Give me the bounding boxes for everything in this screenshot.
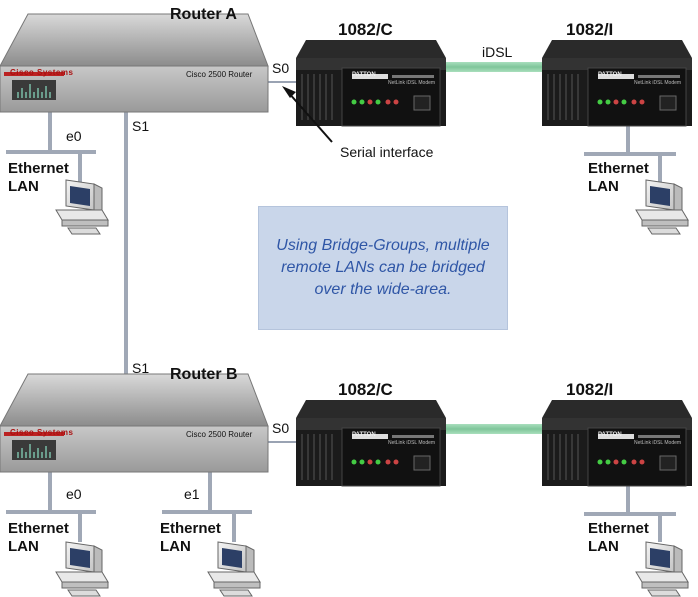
router-b-e0-cable xyxy=(48,458,52,510)
bridge-groups-callout: Using Bridge-Groups, multiple remote LAN… xyxy=(258,206,508,330)
router-a-e0-label: e0 xyxy=(66,128,82,144)
modem-brand-3: PATTON xyxy=(352,432,376,438)
router-b-e0-label: e0 xyxy=(66,486,82,502)
lan-bus-b-e1 xyxy=(162,510,252,514)
router-a-e0-cable xyxy=(48,100,52,152)
callout-text: Using Bridge-Groups, multiple remote LAN… xyxy=(276,237,490,298)
modem-1082c-bottom-label: 1082/C xyxy=(338,380,393,399)
router-b-s0-label: S0 xyxy=(272,420,290,436)
router-a-icon xyxy=(0,13,269,113)
router-a-title: Router A xyxy=(170,6,237,23)
router-b-model: Cisco 2500 Router xyxy=(186,430,253,439)
modem-brand-1: PATTON xyxy=(352,72,376,78)
lan-bus-remote-bottom xyxy=(584,512,676,516)
router-b-brand: Cisco Systems xyxy=(10,428,74,437)
modem-1082c-top-label: 1082/C xyxy=(338,20,393,39)
remote-top-drop xyxy=(626,124,630,154)
router-b-e1-label: e1 xyxy=(184,486,200,502)
lan-bus-a xyxy=(6,150,96,154)
modem-1082i-bottom-label: 1082/I xyxy=(566,380,614,399)
router-a-model: Cisco 2500 Router xyxy=(186,70,253,79)
idsl-link-bottom xyxy=(440,424,546,434)
modem-1082i-top-label: 1082/I xyxy=(566,20,614,39)
modem-subtitle-1: NetLink iDSL Modem xyxy=(388,80,436,86)
router-b-title: Router B xyxy=(170,366,238,383)
remote-bottom-drop xyxy=(626,484,630,514)
modem-subtitle-4: NetLink iDSL Modem xyxy=(634,440,682,446)
router-a-s0-label: S0 xyxy=(272,60,290,76)
router-a-s1-label: S1 xyxy=(132,118,150,134)
router-a-brand: Cisco Systems xyxy=(10,68,74,77)
serial-interface-label: Serial interface xyxy=(340,144,434,160)
idsl-link-top xyxy=(440,62,546,72)
router-b-icon xyxy=(0,373,269,473)
modem-brand-4: PATTON xyxy=(598,432,622,438)
modem-subtitle-3: NetLink iDSL Modem xyxy=(388,440,436,446)
lan-bus-remote-top xyxy=(584,152,676,156)
lan-bus-b-e0 xyxy=(6,510,96,514)
modem-subtitle-2: NetLink iDSL Modem xyxy=(634,80,682,86)
serial-interface-arrow xyxy=(287,91,333,143)
idsl-label: iDSL xyxy=(482,44,513,60)
modem-brand-2: PATTON xyxy=(598,72,622,78)
router-b-s1-label: S1 xyxy=(132,360,150,376)
s1-serial-cable xyxy=(124,100,128,392)
router-b-e1-cable xyxy=(208,458,212,510)
